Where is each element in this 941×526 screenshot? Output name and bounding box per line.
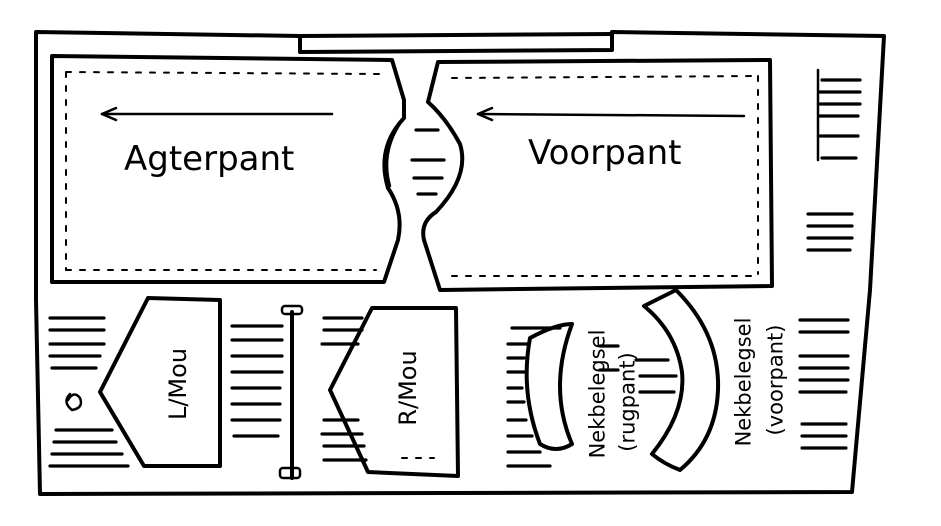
back-piece-seam (65, 71, 381, 271)
neck-facing-back-sublabel: (rugpant) (615, 352, 640, 452)
back-piece-label: Agterpant (124, 139, 295, 179)
neck-facing-front-sublabel: (voorpant) (763, 324, 788, 436)
left-sleeve-outline (98, 296, 222, 468)
neck-circle-gap (385, 116, 406, 188)
neck-facing-front-outline (642, 288, 721, 472)
neck-facing-back-label: Nekbelegsel (585, 329, 610, 459)
front-piece-grainline (476, 106, 746, 122)
neck-facing-front-hatching (598, 344, 678, 394)
middle-left-hatching (230, 324, 284, 438)
pin-top (280, 304, 304, 316)
neck-facing-back-outline (524, 322, 574, 451)
right-sleeve-label: R/Mou (394, 350, 422, 426)
neck-gap-hatching (410, 128, 446, 196)
front-piece-label: Voorpant (528, 133, 682, 173)
neck-facing-front-label: Nekbelegsel (731, 317, 756, 447)
fold-tab (298, 32, 614, 38)
left-sleeve-hatching (48, 316, 130, 468)
pin-bottom (278, 466, 302, 480)
neck-facing-back-hatching (506, 326, 562, 468)
front-piece-seam (451, 75, 759, 277)
right-sleeve-outline (328, 306, 460, 478)
fabric-outline (34, 30, 886, 496)
left-sleeve-scribble (65, 392, 83, 412)
back-piece-grainline (100, 106, 334, 122)
right-sleeve-hatching (320, 316, 368, 462)
right-waste-hatching (798, 78, 862, 450)
front-piece-outline (421, 58, 774, 292)
left-sleeve-label: L/Mou (164, 347, 192, 421)
